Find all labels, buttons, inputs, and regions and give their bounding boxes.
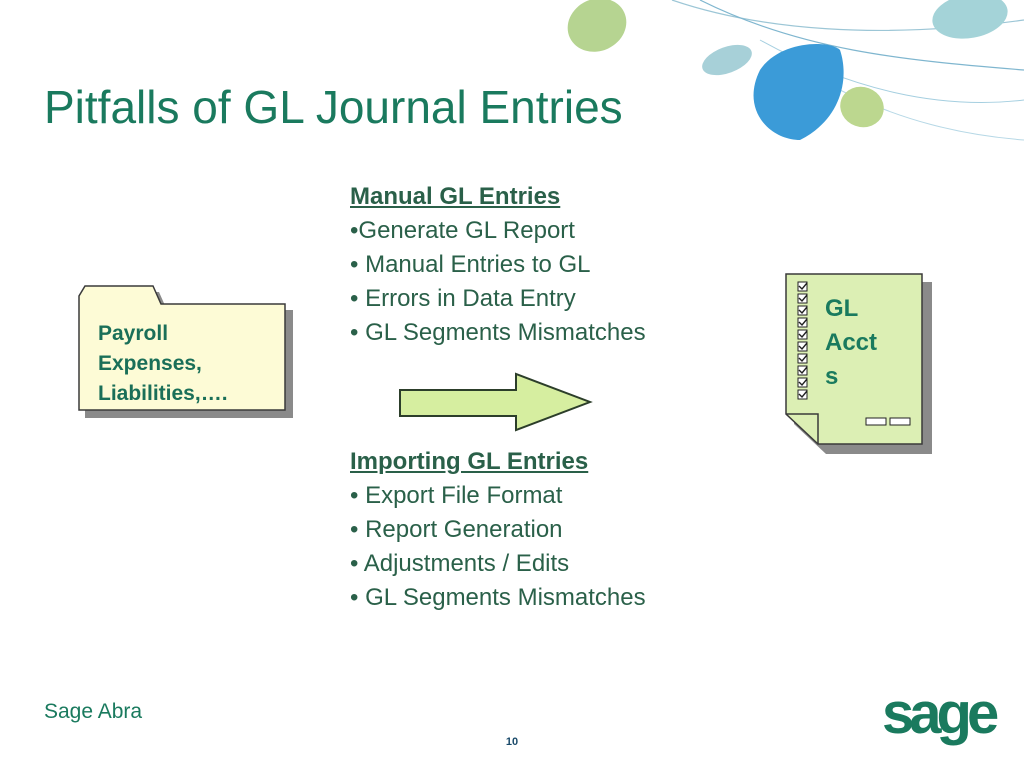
folder-label-line: Expenses, <box>98 352 202 375</box>
list-item: • Export File Format <box>350 482 563 509</box>
list-item: • Adjustments / Edits <box>350 550 570 577</box>
manual-gl-entries-section: Manual GL Entries •Generate GL Report • … <box>350 180 646 350</box>
list-item: • Manual Entries to GL <box>350 251 591 278</box>
list-item: • Report Generation <box>350 516 563 543</box>
list-item: • GL Segments Mismatches <box>350 319 646 346</box>
gl-accounts-label-line: s <box>825 363 839 390</box>
list-item: • Errors in Data Entry <box>350 285 576 312</box>
importing-gl-entries-section: Importing GL Entries • Export File Forma… <box>350 445 646 615</box>
list-item: • GL Segments Mismatches <box>350 584 646 611</box>
folder-label-line: Liabilities,…. <box>98 382 228 405</box>
decorative-leaves <box>567 0 1024 141</box>
right-arrow-icon <box>399 372 593 432</box>
page-number: 10 <box>505 736 519 748</box>
slide-title: Pitfalls of GL Journal Entries <box>44 81 623 133</box>
folder-label: Payroll Expenses, Liabilities,…. <box>98 319 228 409</box>
gl-accounts-label-line: GL <box>825 295 859 322</box>
manual-gl-entries-heading: Manual GL Entries <box>350 183 561 210</box>
list-item: •Generate GL Report <box>350 217 575 244</box>
importing-gl-entries-heading: Importing GL Entries <box>350 448 589 475</box>
footer-brand: Sage Abra <box>44 700 143 723</box>
gl-accounts-label: GL Acct s <box>825 292 877 394</box>
gl-accounts-label-line: Acct <box>825 329 878 356</box>
folder-icon <box>78 285 293 418</box>
folder-label-line: Payroll <box>98 322 169 345</box>
gl-accounts-document-icon <box>785 273 932 454</box>
sage-logo: sage <box>882 681 999 746</box>
